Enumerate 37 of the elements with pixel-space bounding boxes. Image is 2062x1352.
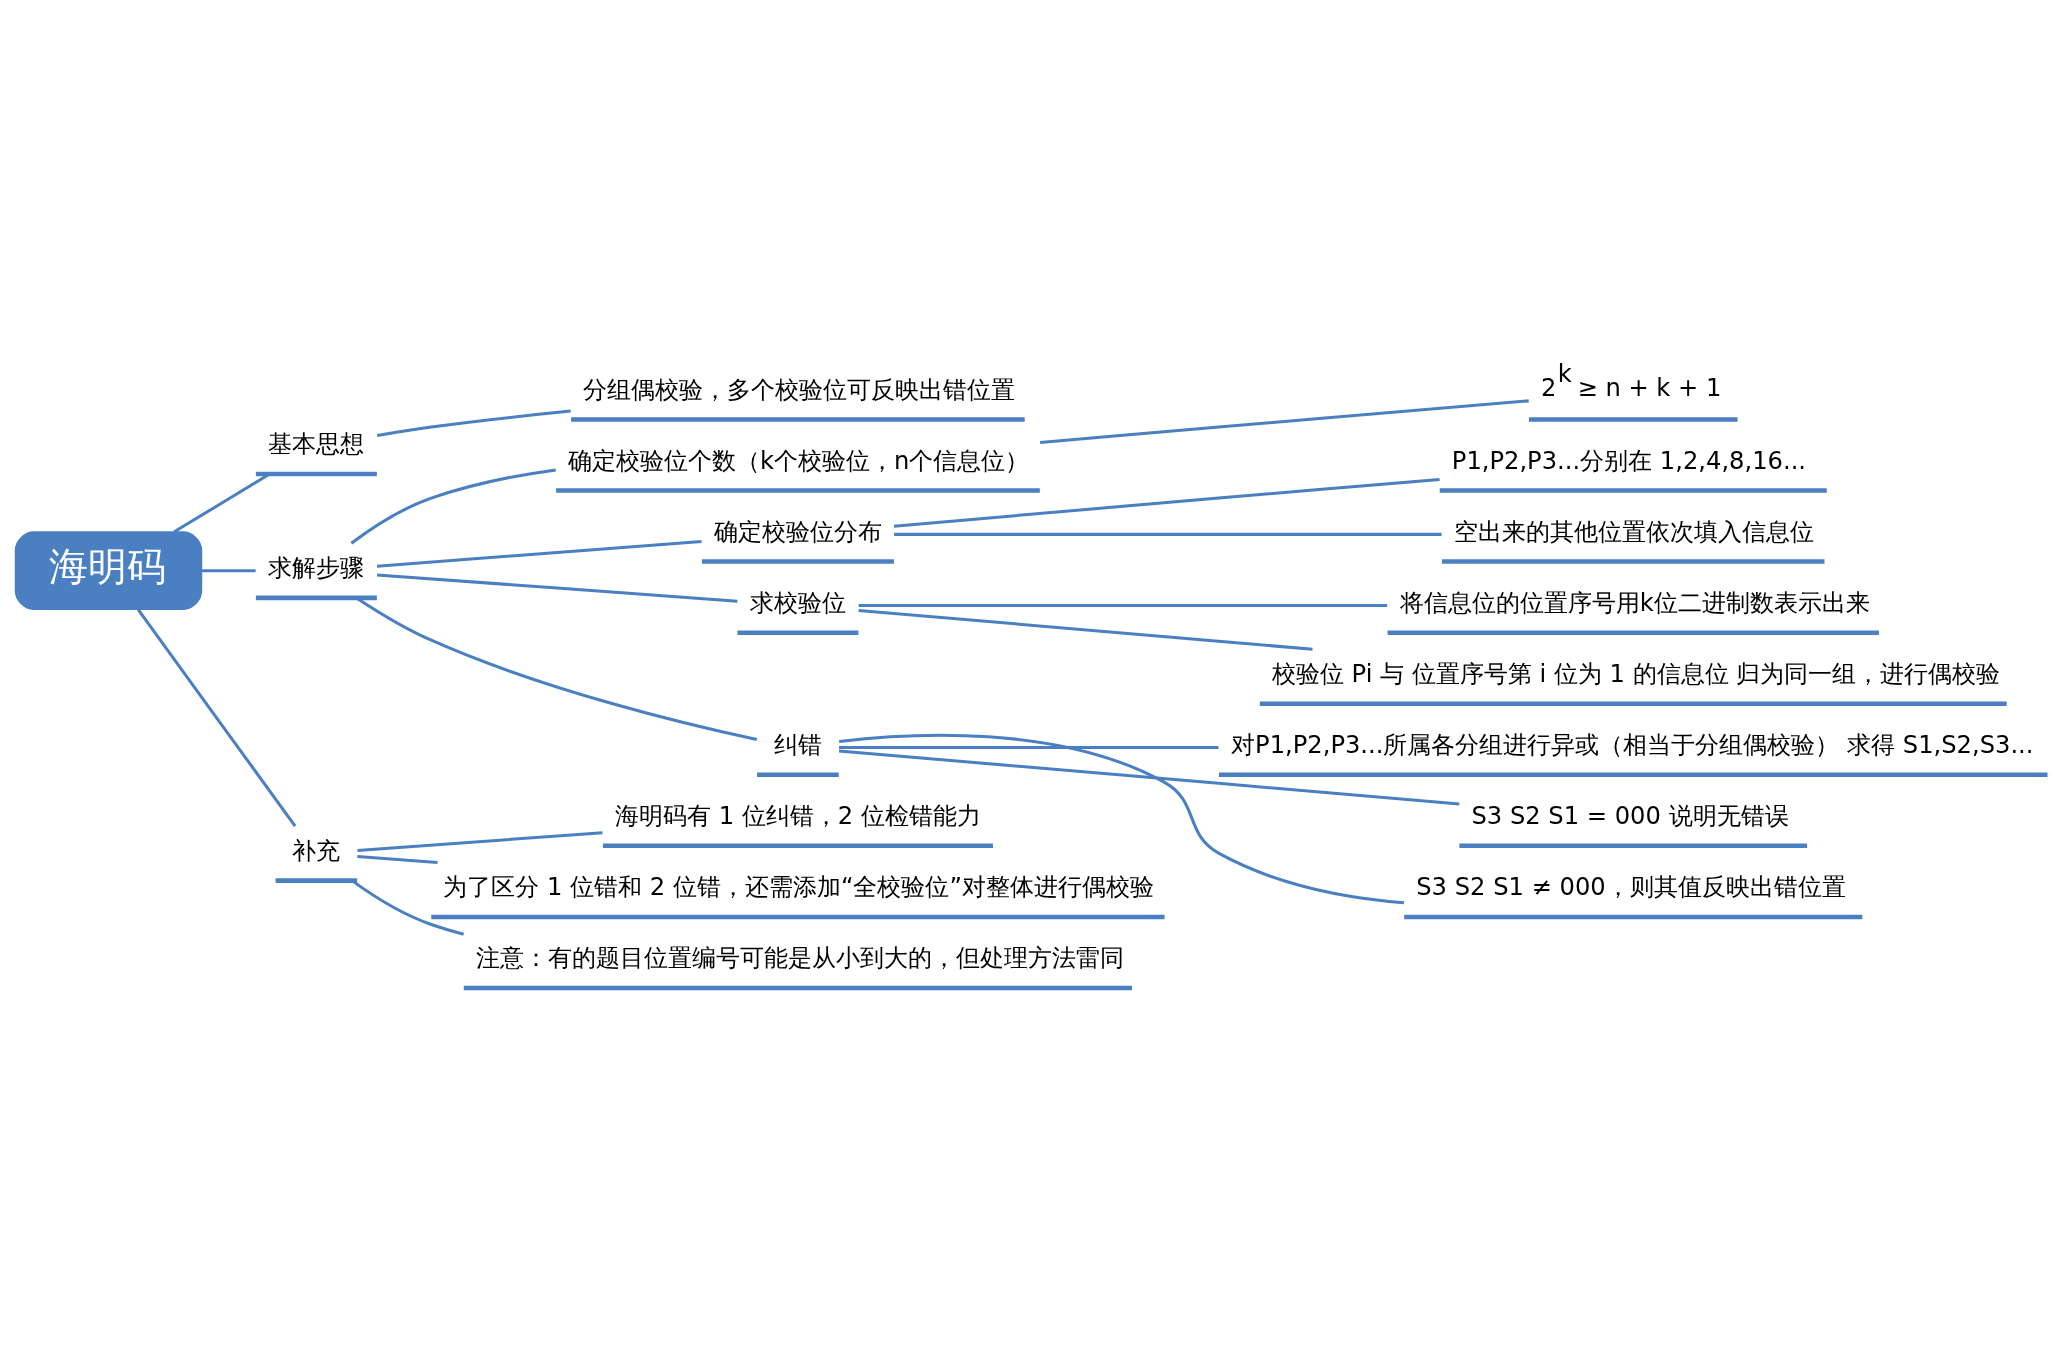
node-text: 分组偶校验，多个校验位可反映出错位置	[582, 375, 1015, 404]
node-text: 补充	[291, 836, 340, 865]
connector	[350, 878, 464, 936]
node-text: 确定校验位个数（k个校验位，n个信息位）	[567, 446, 1029, 475]
node-box: 海明码	[14, 530, 202, 610]
node-text: 空出来的其他位置依次填入信息位	[1453, 517, 1814, 546]
node-text: 将信息位的位置序号用k位二进制数表示出来	[1399, 588, 1870, 617]
node-text: 校验位 Pi 与 位置序号第 i 位为 1 的信息位 归为同一组，进行偶校验	[1271, 659, 2000, 688]
connector	[376, 572, 737, 603]
connector	[356, 830, 603, 852]
connector	[893, 532, 1442, 536]
node-text: S3 S2 S1 = 000 说明无错误	[1470, 801, 1789, 830]
node-text: 求校验位	[749, 588, 846, 617]
connector	[1039, 398, 1529, 444]
node-text: 海明码有 1 位纠错，2 位检错能力	[614, 801, 981, 830]
node-text: 对P1,P2,P3...所属各分组进行异或（相当于分组偶校验） 求得 S1,S2,S3...	[1230, 730, 2033, 759]
node-text: P1,P2,P3...分别在 1,2,4,8,16...	[1451, 446, 1806, 475]
node-text: 纠错	[773, 730, 822, 759]
node-text: 求解步骤	[267, 553, 364, 582]
connector	[356, 854, 438, 864]
node-text: 为了区分 1 位错和 2 位错，还需添加“全校验位”对整体进行偶校验	[442, 872, 1154, 901]
connector	[136, 608, 296, 827]
connector	[355, 596, 757, 741]
connector	[838, 733, 1404, 904]
connector	[893, 477, 1440, 528]
node-text: S3 S2 S1 ≠ 000，则其值反映出错位置	[1415, 872, 1846, 901]
connector	[376, 539, 702, 568]
connector	[201, 568, 256, 572]
connector	[858, 603, 1387, 607]
connector	[376, 409, 571, 437]
node-text: 确定校验位分布	[713, 517, 882, 546]
connector	[838, 745, 1218, 749]
node-text: 基本思想	[267, 429, 364, 458]
connector	[858, 608, 1313, 651]
connector	[350, 467, 556, 544]
node-text: 注意：有的题目位置编号可能是从小到大的，但处理方法雷同	[475, 943, 1124, 972]
connector	[838, 748, 1459, 805]
